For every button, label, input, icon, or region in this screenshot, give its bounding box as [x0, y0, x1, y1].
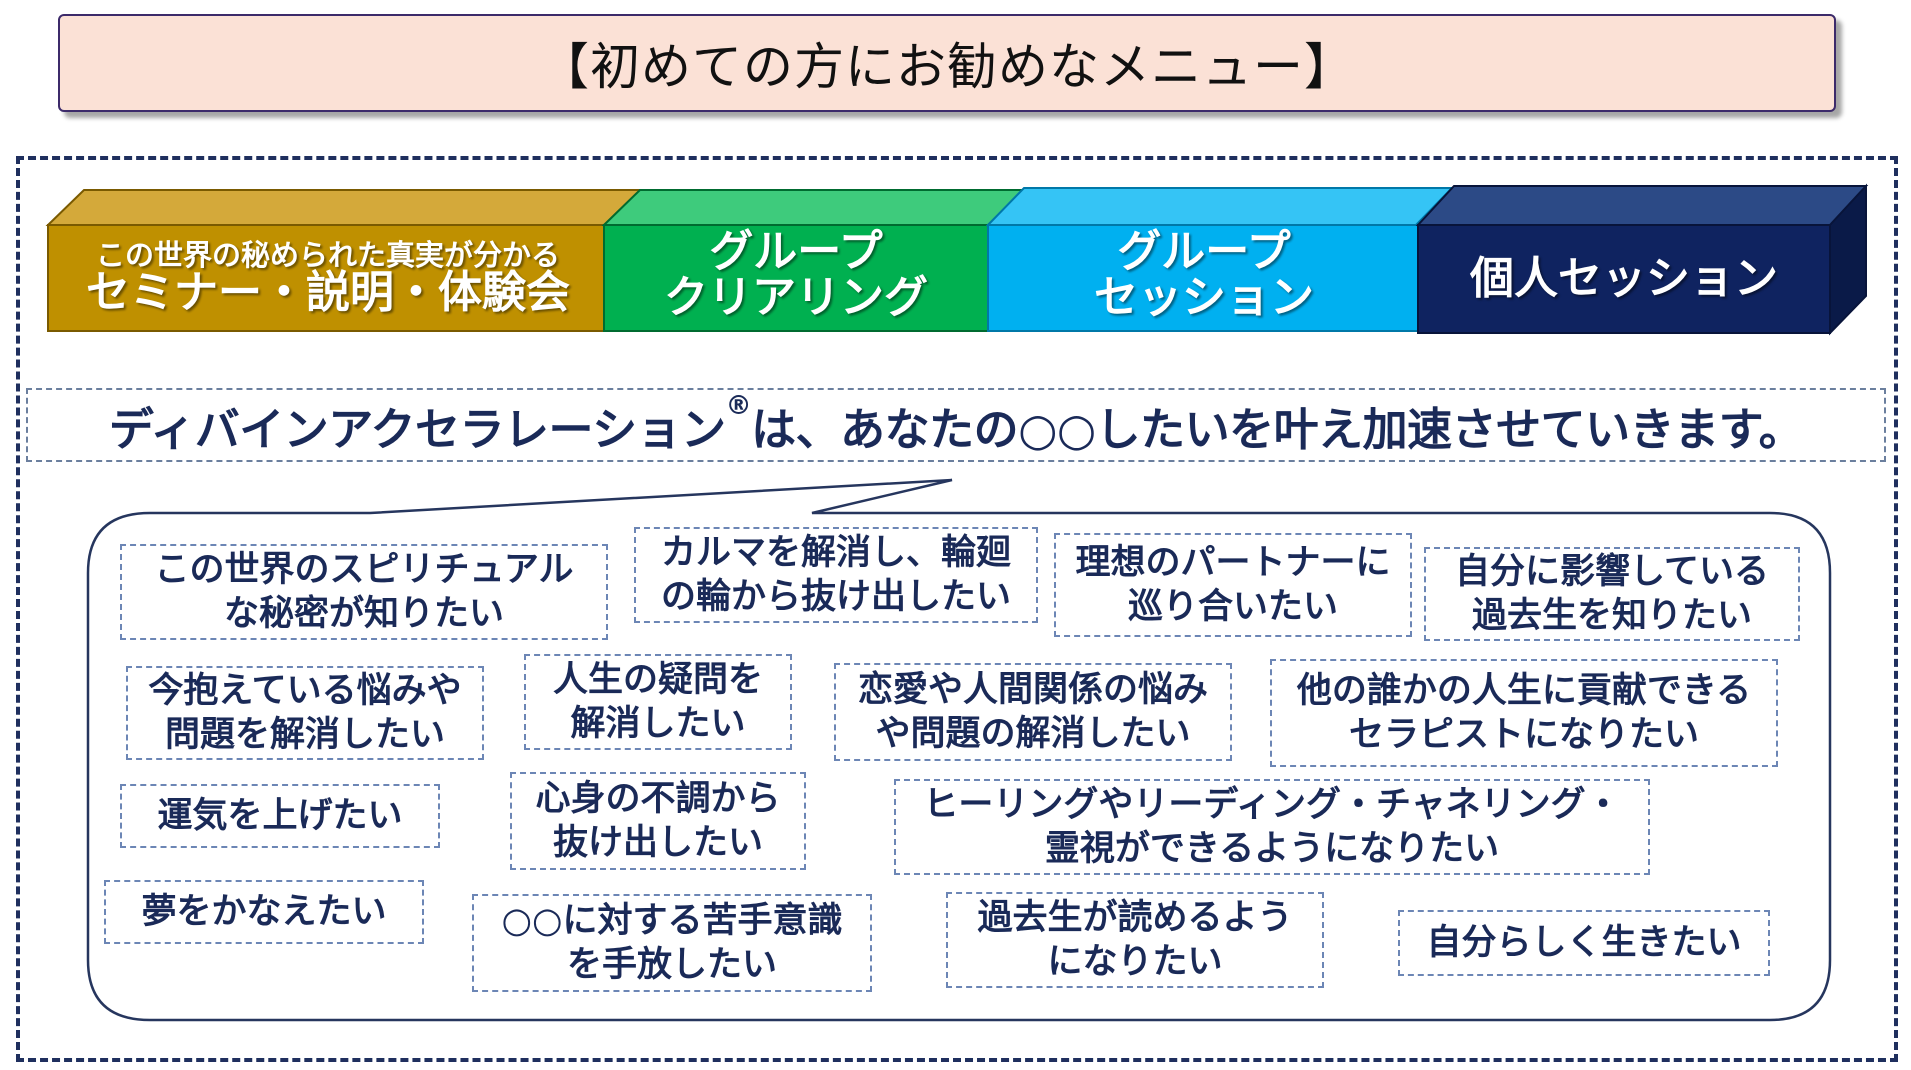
wish-box-8: 他の誰かの人生に貢献できる セラピストになりたい	[1270, 659, 1778, 767]
wish-box-6: 人生の疑問を 解消したい	[524, 654, 792, 750]
block-2-line1: グループ	[709, 225, 883, 277]
block-4-front	[1417, 224, 1831, 334]
wish-box-4: 自分に影響している 過去生を知りたい	[1424, 547, 1800, 641]
block-2-line2: クリアリング	[664, 272, 928, 323]
wish-box-2: カルマを解消し、輪廻 の輪から抜け出したい	[634, 527, 1038, 623]
registered-mark: ®	[725, 390, 752, 421]
headline-box: ディバインアクセラレーション®は、あなたの○○したいを叶え加速させていきます。	[26, 388, 1886, 462]
headline-rest: は、あなたの○○したいを叶え加速させていきます。	[751, 402, 1804, 456]
wish-box-10: 心身の不調から 抜け出したい	[510, 772, 806, 870]
page-title: 【初めての方にお勧めなメニュー】	[539, 38, 1355, 96]
wish-box-3: 理想のパートナーに 巡り合いたい	[1054, 533, 1412, 637]
block-1-label: この世界の秘められた真実が分かる セミナー・説明・体験会	[48, 225, 608, 331]
wish-box-9: 運気を上げたい	[120, 784, 440, 848]
block-1-line2: セミナー・説明・体験会	[86, 267, 570, 319]
block-1-front	[47, 224, 609, 332]
block-4-side	[1829, 183, 1867, 336]
title-banner: 【初めての方にお勧めなメニュー】	[58, 14, 1836, 112]
block-3-line2: セッション	[1094, 272, 1314, 323]
block-4-label: 個人セッション	[1418, 225, 1830, 333]
headline: ディバインアクセラレーション®は、あなたの○○したいを叶え加速させていきます。	[108, 390, 1804, 458]
block-3-label: グループ セッション	[988, 220, 1420, 330]
block-2-label: グループ クリアリング	[604, 220, 988, 330]
wish-box-7: 恋愛や人間関係の悩み や問題の解消したい	[834, 663, 1232, 761]
wish-box-12: 夢をかなえたい	[104, 880, 424, 944]
block-1-line1: この世界の秘められた真実が分かる	[95, 237, 560, 272]
wish-box-14: 過去生が読めるよう になりたい	[946, 892, 1324, 988]
headline-main: ディバインアクセラレーション	[108, 402, 726, 456]
wish-box-13: ○○に対する苦手意識 を手放したい	[472, 894, 872, 992]
wish-box-15: 自分らしく生きたい	[1398, 910, 1770, 976]
block-3-line1: グループ	[1117, 225, 1291, 277]
wish-box-5: 今抱えている悩みや 問題を解消したい	[126, 666, 484, 760]
outer-dashed-frame	[16, 156, 1898, 1062]
block-4-line1: 個人セッション	[1470, 252, 1778, 304]
wish-box-1: この世界のスピリチュアル な秘密が知りたい	[120, 544, 608, 640]
wish-box-11: ヒーリングやリーディング・チャネリング・ 霊視ができるようになりたい	[894, 779, 1650, 875]
